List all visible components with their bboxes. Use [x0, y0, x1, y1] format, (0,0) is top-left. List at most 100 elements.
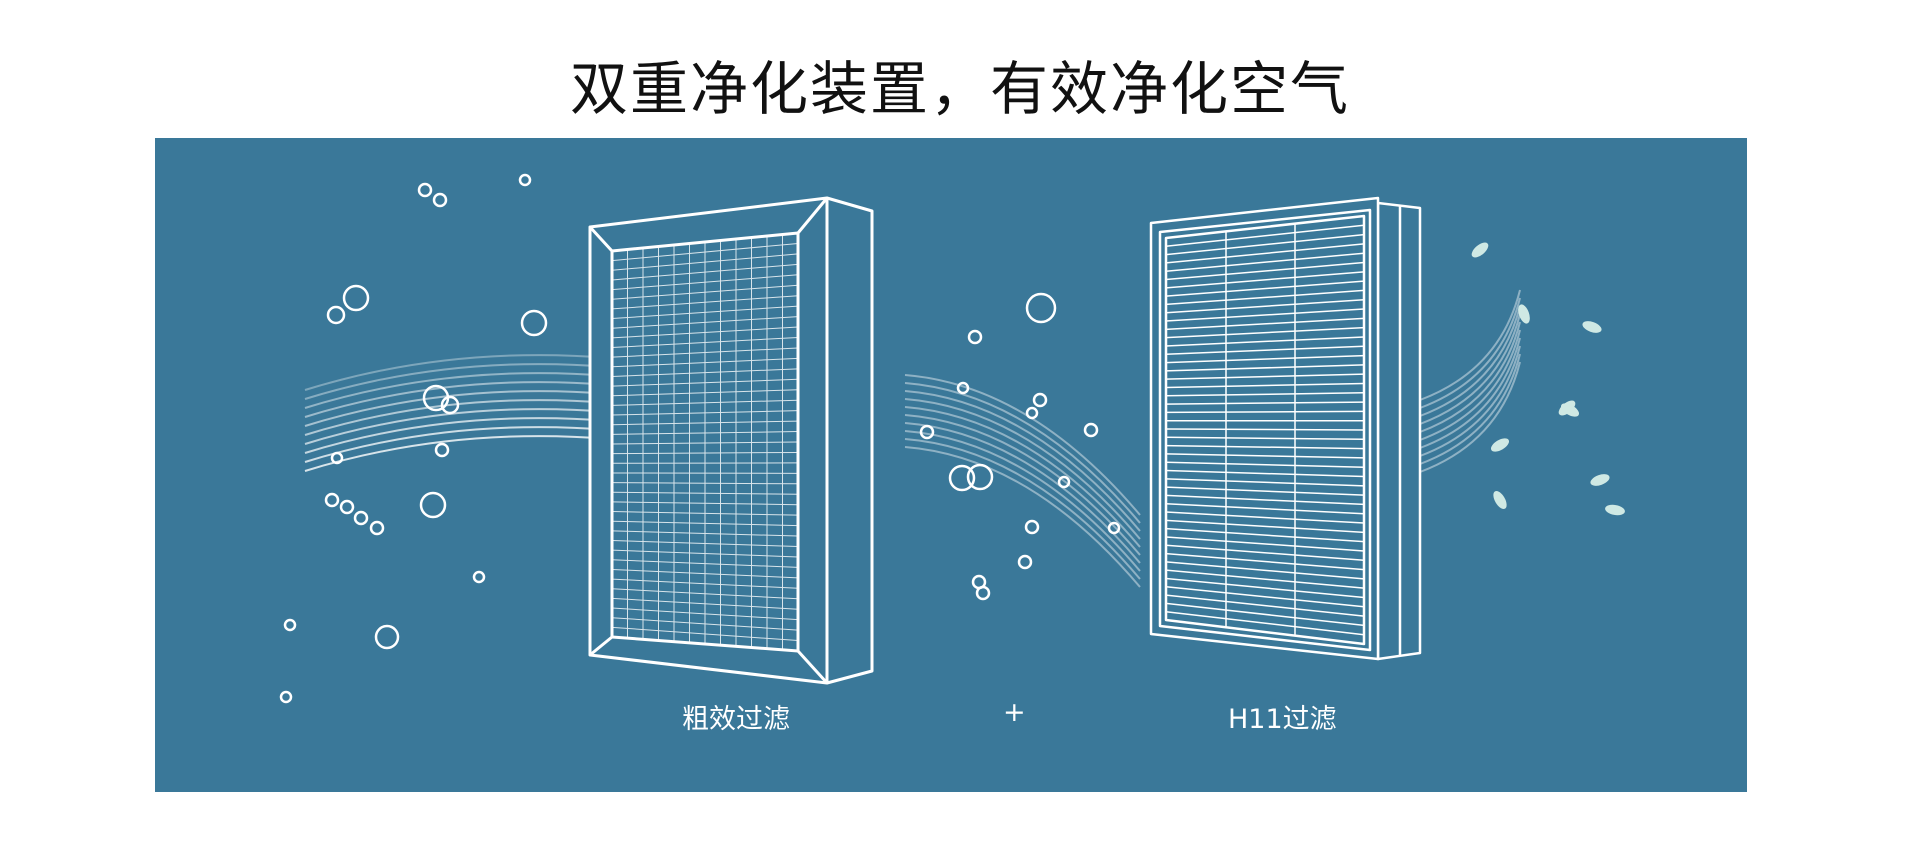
airflow-line: [304, 399, 611, 436]
filter-slat: [1165, 224, 1365, 248]
particle-icon: [432, 192, 448, 208]
particle-icon: [967, 329, 983, 345]
filter-slat: [1165, 392, 1365, 397]
particle-icon: [1024, 519, 1040, 535]
particle-icon: [1025, 406, 1039, 420]
particle-icon: [374, 624, 400, 650]
coarse-filter-label: 粗效过滤: [682, 704, 790, 735]
particle-icon: [1017, 554, 1033, 570]
filter-slat: [1165, 561, 1365, 580]
particle-icon: [279, 690, 293, 704]
filter-slat: [1165, 602, 1365, 627]
airflow-line: [304, 408, 611, 445]
airflow-line: [304, 363, 611, 400]
particle-icon: [956, 381, 970, 395]
filter-slat: [1165, 289, 1365, 306]
particle-icon: [1107, 521, 1121, 535]
coarse-filter-icon: [588, 196, 874, 685]
filter-slat: [1165, 271, 1365, 289]
filter-slat: [1165, 428, 1365, 431]
filter-slat: [1165, 577, 1365, 599]
filter-slat: [1165, 364, 1365, 372]
particle-icon: [440, 395, 460, 415]
airflow-line: [304, 372, 611, 409]
particle-icon: [353, 510, 369, 526]
particle-icon: [948, 464, 976, 492]
airflow-line: [904, 438, 1141, 580]
filter-slat: [1165, 544, 1365, 562]
filter-slat: [1165, 354, 1365, 364]
airflow-line: [1419, 305, 1521, 417]
airflow-line: [1419, 337, 1521, 449]
filter-slat: [1165, 610, 1365, 636]
filter-slat: [1165, 382, 1365, 389]
particle-icon: [1057, 475, 1071, 489]
particle-icon: [339, 499, 355, 515]
leaf-icon: [1471, 242, 1489, 258]
particle-icon: [324, 492, 340, 508]
filter-slat: [1165, 569, 1365, 589]
airflow-lines-right: [1419, 289, 1521, 473]
plus-sign: +: [1003, 697, 1026, 728]
particle-icon: [434, 442, 450, 458]
airflow-line: [904, 406, 1141, 548]
airflow-line: [1419, 329, 1521, 441]
particle-icon: [966, 463, 994, 491]
filter-slat: [1165, 511, 1365, 524]
airflow-line: [1419, 297, 1521, 409]
particle-icon: [330, 451, 344, 465]
particle-icon: [919, 424, 935, 440]
airflow-line: [1419, 313, 1521, 425]
leaf-icon: [1518, 304, 1530, 324]
filter-slat: [1165, 410, 1365, 414]
filter-slat: [1165, 373, 1365, 380]
filter-slat: [1165, 486, 1365, 496]
airflow-line: [304, 426, 611, 463]
leaf-icon: [1560, 403, 1580, 417]
leaf-icon: [1605, 504, 1625, 516]
filter-slat: [1165, 586, 1365, 608]
leaf-icon: [1493, 490, 1507, 510]
airflow-line: [1419, 345, 1521, 457]
filter-slat: [1165, 494, 1365, 506]
leaf-icon: [1582, 321, 1602, 333]
filter-slat: [1165, 308, 1365, 322]
airflow-line: [1419, 353, 1521, 465]
particle-icon: [419, 491, 447, 519]
filter-slat: [1165, 444, 1365, 450]
particle-icon: [1032, 392, 1048, 408]
particle-icon: [1025, 292, 1057, 324]
filter-slat: [1165, 252, 1365, 272]
filter-slat: [1165, 326, 1365, 339]
particle-icon: [518, 173, 532, 187]
airflow-line: [1419, 361, 1521, 473]
particle-icon: [520, 309, 548, 337]
airflow-line: [304, 354, 611, 391]
page-title: 双重净化装置，有效净化空气: [569, 55, 1350, 123]
filter-slat: [1165, 261, 1365, 281]
airflow-line: [304, 390, 611, 427]
filter-slat: [1165, 298, 1365, 314]
airflow-line: [1419, 289, 1521, 401]
leaf-icons: [1471, 242, 1625, 516]
filter-slat: [1165, 453, 1365, 459]
filter-slat: [1165, 336, 1365, 347]
filter-slat: [1165, 527, 1365, 543]
filter-slat: [1165, 594, 1365, 617]
filter-slat: [1165, 436, 1365, 441]
particle-icon: [1083, 422, 1099, 438]
particle-icon: [283, 618, 297, 632]
filter-slat: [1165, 478, 1365, 487]
particle-icon: [417, 182, 433, 198]
airflow-line: [904, 446, 1141, 588]
filter-slat: [1165, 469, 1365, 478]
airflow-lines-left: [304, 354, 611, 472]
filter-slat: [1165, 401, 1365, 405]
airflow-line: [904, 390, 1141, 532]
filter-slat: [1165, 519, 1365, 534]
filter-slat: [1165, 536, 1365, 552]
airflow-line: [904, 398, 1141, 540]
h11-filter-icon: [1149, 196, 1422, 661]
particle-icon: [975, 585, 991, 601]
